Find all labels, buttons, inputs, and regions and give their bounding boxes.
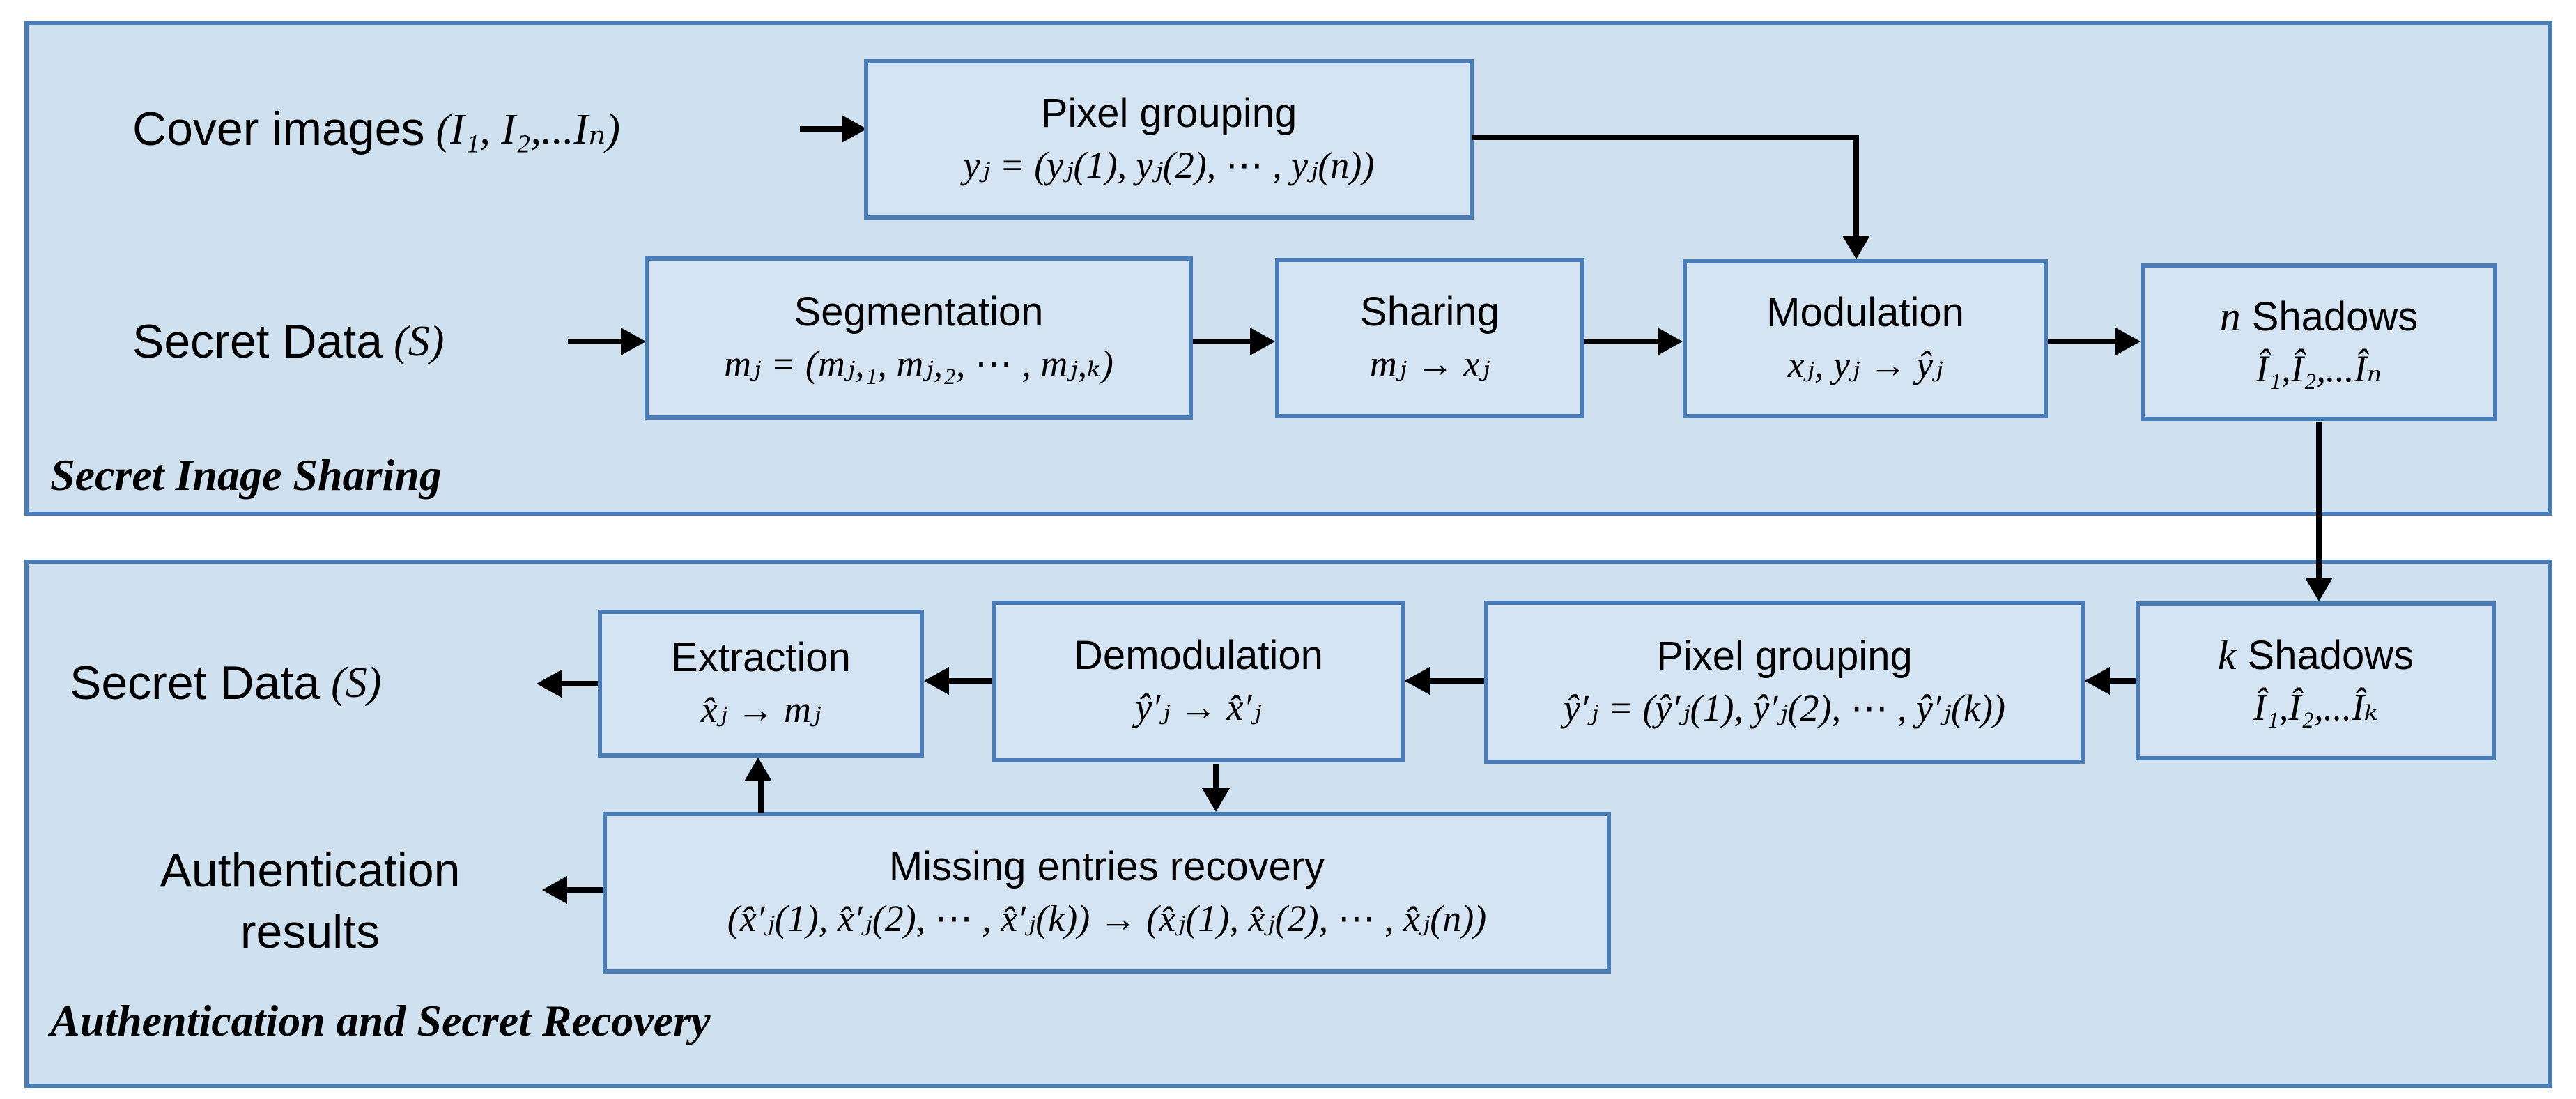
arrow-secret-data-to-segmentation-line xyxy=(568,339,621,344)
secret-data-output-math: (S) xyxy=(331,659,382,707)
arrow-modulation-to-n-shadows-line xyxy=(2048,339,2115,344)
arrow-n-shadows-to-k-shadows-head xyxy=(2305,578,2333,601)
arrow-demodulation-to-extraction-line xyxy=(949,678,992,684)
n-shadows-var: n xyxy=(2219,293,2241,339)
n-shadows-title: n Shadows xyxy=(2220,293,2419,339)
authentication-results-line1: Authentication xyxy=(160,844,461,897)
secret-data-input-label: Secret Data (S) xyxy=(132,296,444,387)
arrow-n-shadows-to-k-shadows-line xyxy=(2316,422,2322,578)
demodulation-formula: ŷ′ⱼ → x̂′ⱼ xyxy=(1135,686,1262,728)
segmentation-title: Segmentation xyxy=(794,289,1044,335)
pixel-grouping-recovery-box: Pixel grouping ŷ′ⱼ = (ŷ′ⱼ(1), ŷ′ⱼ(2), ⋯ … xyxy=(1484,601,2085,764)
missing-entries-recovery-title: Missing entries recovery xyxy=(888,843,1325,889)
secret-data-input-text: Secret Data xyxy=(132,315,383,368)
modulation-formula: xⱼ, yⱼ → ŷⱼ xyxy=(1787,343,1943,385)
secret-data-input-math: (S) xyxy=(394,317,445,365)
sharing-title: Sharing xyxy=(1360,289,1499,335)
extraction-box: Extraction x̂ⱼ → mⱼ xyxy=(598,610,924,758)
k-shadows-title-text: Shadows xyxy=(2247,632,2414,678)
modulation-title: Modulation xyxy=(1766,289,1964,335)
connector-pixel-grouping-to-modulation-hline xyxy=(1472,135,1859,140)
arrow-modulation-to-n-shadows-head xyxy=(2115,328,2141,355)
n-shadows-formula: Î₁,Î₂,...Îₙ xyxy=(2255,347,2382,390)
arrow-segmentation-to-sharing-head xyxy=(1250,328,1275,355)
missing-entries-recovery-box: Missing entries recovery (x̂′ⱼ(1), x̂′ⱼ(… xyxy=(603,812,1611,974)
modulation-box: Modulation xⱼ, yⱼ → ŷⱼ xyxy=(1683,259,2048,418)
arrow-demodulation-to-missing-recovery-line xyxy=(1213,764,1219,790)
demodulation-title: Demodulation xyxy=(1074,632,1323,678)
k-shadows-var: k xyxy=(2217,631,2237,678)
segmentation-box: Segmentation mⱼ = (mⱼ,₁, mⱼ,₂, ⋯ , mⱼ,ₖ) xyxy=(645,256,1193,420)
k-shadows-formula: Î₁,Î₂,...Îₖ xyxy=(2253,686,2378,728)
arrow-pixel-grouping-to-demodulation-head xyxy=(1405,667,1430,695)
extraction-title: Extraction xyxy=(671,634,851,680)
k-shadows-box: k Shadows Î₁,Î₂,...Îₖ xyxy=(2136,601,2496,760)
sharing-formula: mⱼ → xⱼ xyxy=(1369,342,1490,385)
arrow-secret-data-to-segmentation-head xyxy=(621,328,646,355)
pixel-grouping-formula: yⱼ = (yⱼ(1), yⱼ(2), ⋯ , yⱼ(n)) xyxy=(963,144,1375,186)
authentication-results-label: Authentication results xyxy=(66,840,554,963)
arrow-pixel-grouping-to-demodulation-line xyxy=(1430,678,1484,684)
pixel-grouping-title: Pixel grouping xyxy=(1040,90,1297,136)
pixel-grouping-recovery-formula: ŷ′ⱼ = (ŷ′ⱼ(1), ŷ′ⱼ(2), ⋯ , ŷ′ⱼ(k)) xyxy=(1564,686,2005,729)
arrow-missing-recovery-to-extraction-line xyxy=(758,781,764,813)
arrow-missing-recovery-to-extraction-head xyxy=(744,758,772,781)
extraction-formula: x̂ⱼ → mⱼ xyxy=(700,688,822,730)
cover-images-label: Cover images (I₁, I₂,...Iₙ) xyxy=(132,84,620,174)
secret-image-sharing-label: Secret Inage Sharing xyxy=(50,450,442,500)
arrow-extraction-to-secret-data-head xyxy=(537,670,562,698)
arrow-cover-to-pixel-grouping-head xyxy=(842,115,867,143)
arrow-sharing-to-modulation-head xyxy=(1658,328,1683,355)
secret-data-output-text: Secret Data xyxy=(70,656,321,709)
arrow-segmentation-to-sharing-line xyxy=(1193,339,1250,344)
sharing-box: Sharing mⱼ → xⱼ xyxy=(1275,258,1584,418)
arrow-demodulation-to-extraction-head xyxy=(924,667,949,695)
missing-entries-recovery-formula: (x̂′ⱼ(1), x̂′ⱼ(2), ⋯ , x̂′ⱼ(k)) → (x̂ⱼ(1… xyxy=(727,897,1487,939)
k-shadows-title: k Shadows xyxy=(2218,632,2414,678)
n-shadows-box: n Shadows Î₁,Î₂,...Îₙ xyxy=(2141,263,2497,421)
cover-images-text: Cover images xyxy=(132,102,425,155)
pixel-grouping-box: Pixel grouping yⱼ = (yⱼ(1), yⱼ(2), ⋯ , y… xyxy=(864,59,1474,220)
arrow-sharing-to-modulation-line xyxy=(1584,339,1658,344)
secret-data-output-label: Secret Data (S) xyxy=(70,638,381,728)
authentication-recovery-label: Authentication and Secret Recovery xyxy=(50,996,711,1045)
arrow-k-shadows-to-pixel-grouping-head xyxy=(2085,667,2110,695)
cover-images-math: (I₁, I₂,...Iₙ) xyxy=(435,106,620,153)
arrow-k-shadows-to-pixel-grouping-line xyxy=(2110,678,2136,684)
n-shadows-title-text: Shadows xyxy=(2251,293,2419,339)
arrow-cover-to-pixel-grouping-line xyxy=(800,126,842,132)
arrow-extraction-to-secret-data-line xyxy=(562,681,598,686)
connector-pixel-grouping-to-modulation-head xyxy=(1842,236,1870,259)
demodulation-box: Demodulation ŷ′ⱼ → x̂′ⱼ xyxy=(992,601,1405,762)
arrow-demodulation-to-missing-recovery-head xyxy=(1202,788,1230,812)
authentication-results-line2: results xyxy=(240,905,380,959)
connector-pixel-grouping-to-modulation-vline xyxy=(1853,135,1859,237)
arrow-missing-recovery-to-auth-results-head xyxy=(542,876,567,904)
arrow-missing-recovery-to-auth-results-line xyxy=(567,887,603,893)
pixel-grouping-recovery-title: Pixel grouping xyxy=(1656,633,1913,679)
segmentation-formula: mⱼ = (mⱼ,₁, mⱼ,₂, ⋯ , mⱼ,ₖ) xyxy=(724,342,1113,385)
